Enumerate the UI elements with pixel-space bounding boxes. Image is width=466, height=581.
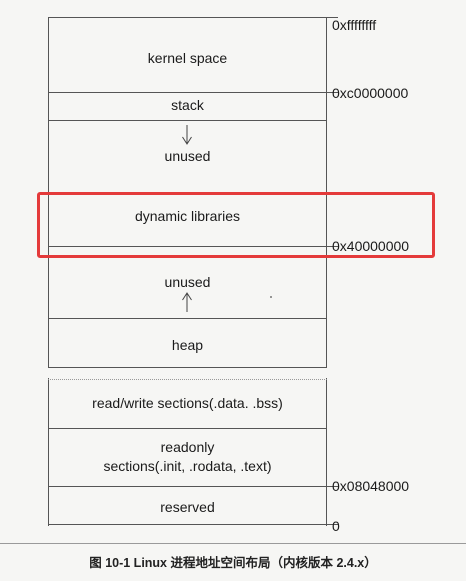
address-program-start: 0x08048000 — [332, 478, 410, 494]
lower-block-top-border — [48, 379, 327, 380]
readonly-divider — [48, 486, 338, 487]
kernel-space-label: kernel space — [147, 50, 228, 66]
stack-divider — [48, 120, 327, 121]
lower-block-right-border — [326, 378, 327, 526]
caption-rule — [0, 543, 466, 544]
dynamic-libraries-highlight — [37, 192, 435, 258]
upper-block-bottom-border — [48, 367, 327, 368]
kernel-divider — [48, 92, 338, 93]
reserved-label: reserved — [160, 499, 215, 515]
speck — [270, 296, 272, 298]
heap-label: heap — [171, 337, 204, 353]
stack-label: stack — [171, 97, 204, 113]
bottom-border — [48, 524, 338, 525]
address-kernel-boundary: 0xc0000000 — [332, 85, 409, 101]
dynamic-libraries-label: dynamic libraries — [134, 208, 241, 224]
read-write-sections-label: read/write sections(.data. .bss) — [92, 395, 283, 411]
address-zero: 0 — [332, 518, 340, 534]
top-border — [48, 17, 338, 18]
libraries-divider — [48, 246, 338, 247]
readwrite-divider — [48, 428, 327, 429]
lower-block-left-border — [48, 378, 49, 526]
figure-caption: 图 10-1 Linux 进程地址空间布局（内核版本 2.4.x） — [89, 556, 377, 570]
heap-growth-up-arrow-icon — [182, 292, 192, 312]
stack-growth-down-arrow-icon — [182, 125, 192, 145]
unused-bottom-label: unused — [164, 274, 211, 290]
address-libraries-boundary: 0x40000000 — [332, 238, 410, 254]
heap-divider — [48, 318, 327, 319]
readonly-label-line2: sections(.init, .rodata, .text) — [103, 458, 272, 474]
unused-top-label: unused — [164, 148, 211, 164]
readonly-label-line1: readonly — [160, 439, 215, 455]
address-top: 0xffffffff — [332, 17, 377, 33]
